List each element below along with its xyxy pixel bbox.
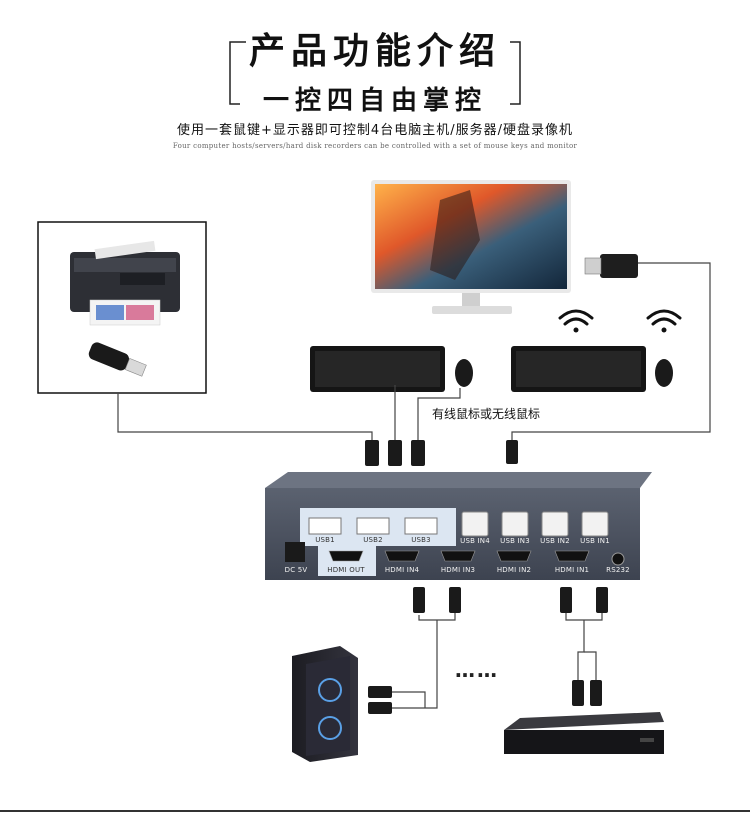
ellipsis: …… — [455, 658, 499, 682]
printer-icon — [70, 240, 180, 326]
mouse-caption: 有线鼠标或无线鼠标 — [432, 407, 541, 421]
mouse-icon — [455, 359, 673, 387]
port-label-hdmi-in1: HDMI IN1 — [554, 566, 590, 574]
wifi-icon — [558, 309, 682, 333]
port-label-hdmi-in3: HDMI IN3 — [440, 566, 476, 574]
kvm-switch — [265, 472, 652, 580]
usb-drive-icon — [88, 342, 147, 377]
port-label-dc: DC 5V — [284, 566, 308, 574]
keyboard-icon — [310, 346, 646, 392]
pc-tower-icon — [292, 646, 358, 762]
description-en: Four computer hosts/servers/hard disk re… — [172, 142, 578, 150]
hdmi-plug-icon — [368, 587, 608, 714]
page-title: 产品功能介绍 — [248, 30, 501, 72]
port-label-usb-in1: USB IN1 — [580, 537, 610, 545]
port-label-hdmi-in2: HDMI IN2 — [496, 566, 532, 574]
usb-dongle-icon — [584, 254, 638, 278]
dvr-icon — [504, 712, 664, 754]
usb-plug-icon — [365, 440, 518, 466]
cable-lines — [117, 262, 711, 709]
monitor-icon — [371, 180, 571, 314]
printer-box — [37, 221, 207, 394]
port-label-usb-in4: USB IN4 — [460, 537, 490, 545]
title-bracket — [229, 41, 521, 105]
port-label-usb2: USB2 — [363, 536, 383, 544]
port-label-hdmi-in4: HDMI IN4 — [384, 566, 420, 574]
port-label-usb-in3: USB IN3 — [500, 537, 530, 545]
port-label-usb3: USB3 — [411, 536, 431, 544]
port-label-usb-in2: USB IN2 — [540, 537, 570, 545]
page-subtitle: 一控四自由掌控 — [262, 86, 487, 116]
description-cn: 使用一套鼠键+显示器即可控制4台电脑主机/服务器/硬盘录像机 — [177, 123, 573, 138]
port-label-hdmi-out: HDMI OUT — [327, 566, 365, 574]
bottom-divider — [0, 810, 750, 812]
port-label-rs232: RS232 — [606, 566, 630, 574]
port-label-usb1: USB1 — [315, 536, 335, 544]
